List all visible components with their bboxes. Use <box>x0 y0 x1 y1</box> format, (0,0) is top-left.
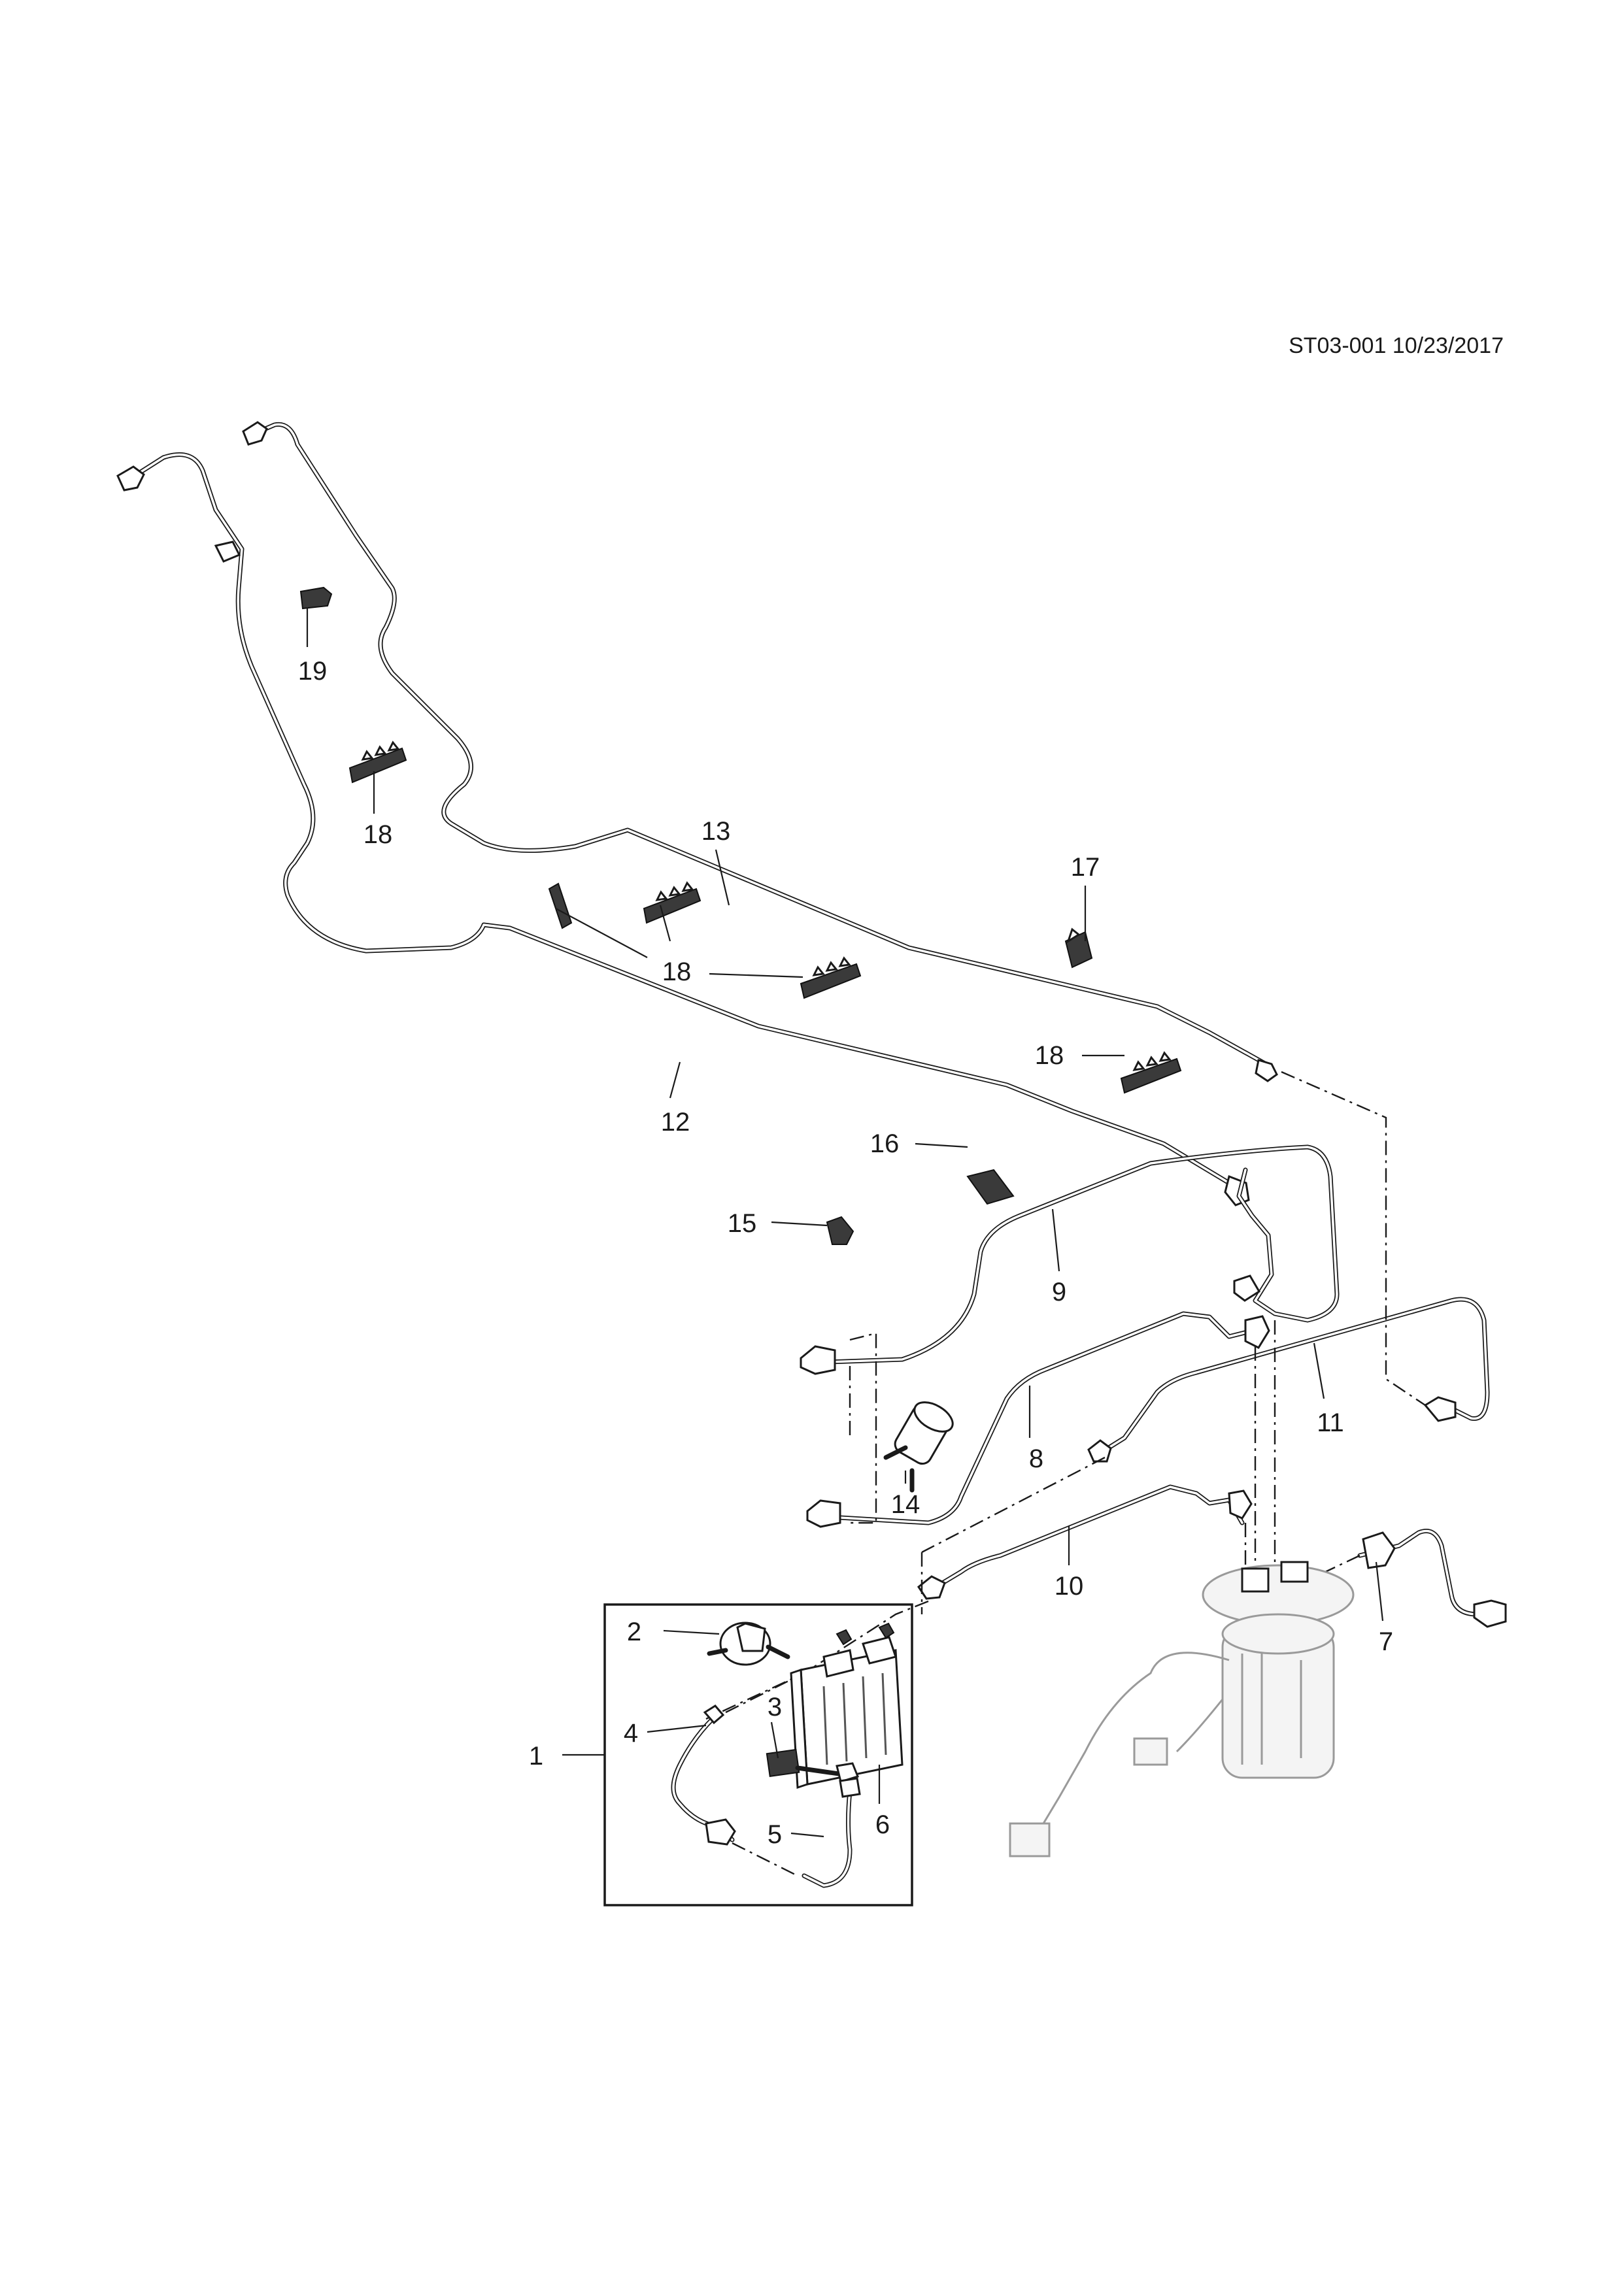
clip-18-center-a <box>643 881 701 924</box>
callout-16: 16 <box>870 1129 900 1158</box>
callout-numbers: 19 18 13 17 18 18 12 16 15 9 11 8 14 10 … <box>298 657 1393 1849</box>
canister-assembly-box <box>603 1603 913 1906</box>
callout-5: 5 <box>768 1820 782 1849</box>
callout-9: 9 <box>1052 1278 1066 1306</box>
callout-11: 11 <box>1317 1408 1344 1437</box>
quick-connector-12b <box>1224 1174 1250 1206</box>
quick-connector-8a <box>806 1499 841 1528</box>
callout-12: 12 <box>661 1108 690 1137</box>
quick-connector-12a <box>116 465 145 491</box>
quick-connector-7a <box>1362 1531 1396 1569</box>
callout-18-upper: 18 <box>363 820 393 849</box>
evap-canister-6 <box>790 1622 904 1789</box>
callout-14: 14 <box>891 1490 921 1519</box>
callout-1: 1 <box>529 1742 543 1771</box>
callout-18-center: 18 <box>662 957 692 986</box>
callout-3: 3 <box>768 1693 782 1722</box>
clip-18-upper-left <box>348 740 407 784</box>
callout-10: 10 <box>1055 1572 1084 1601</box>
callout-19: 19 <box>298 657 328 686</box>
fuel-pump-module <box>1009 1561 1355 1857</box>
callout-2: 2 <box>627 1618 641 1646</box>
hose-assembly-7 <box>1357 1529 1507 1628</box>
clip-16 <box>966 1169 1015 1205</box>
callout-4: 4 <box>624 1719 638 1748</box>
callout-18-right: 18 <box>1035 1041 1064 1070</box>
purge-valve-2 <box>707 1622 790 1666</box>
sensor-3 <box>766 1748 859 1783</box>
callout-6: 6 <box>875 1810 890 1839</box>
clip-17 <box>1064 927 1093 969</box>
callout-17: 17 <box>1071 853 1100 882</box>
quick-connector-13b <box>1255 1059 1278 1082</box>
quick-connector-9a <box>800 1345 836 1375</box>
quick-connector-11a <box>1087 1439 1112 1463</box>
clip-19 <box>299 586 333 610</box>
fuel-pipe-13 <box>242 421 1278 1082</box>
quick-connector-13a <box>242 421 268 446</box>
quick-connector-9b <box>1233 1274 1261 1302</box>
clip-18-bend <box>548 882 573 929</box>
callout-13: 13 <box>701 817 731 846</box>
fuel-pipe-11 <box>1087 1297 1490 1463</box>
quick-connector-10a <box>917 1575 946 1600</box>
quick-connector-8b <box>1244 1315 1270 1349</box>
fuel-pipe-10 <box>917 1484 1253 1600</box>
pipe-clip-12 <box>214 541 241 563</box>
clip-18-right <box>1120 1051 1182 1094</box>
hose-5 <box>802 1777 861 1888</box>
clip-15 <box>826 1216 854 1245</box>
fuel-filter-14 <box>883 1401 954 1493</box>
callout-15: 15 <box>728 1209 757 1238</box>
quick-connector-10b <box>1228 1489 1253 1520</box>
fuel-pipe-9 <box>800 1144 1340 1375</box>
quick-connector-7b <box>1473 1599 1507 1628</box>
quick-connector-11b <box>1423 1396 1457 1422</box>
clip-18-center-b <box>800 956 862 999</box>
hose-4 <box>671 1705 736 1846</box>
callout-7: 7 <box>1379 1627 1393 1656</box>
drawing-code: ST03-001 10/23/2017 <box>1289 333 1504 358</box>
callout-8: 8 <box>1029 1444 1043 1473</box>
fuel-pipe-12 <box>116 452 1250 1206</box>
fuel-pipe-8 <box>806 1311 1270 1528</box>
leader-lines <box>306 608 1384 1838</box>
